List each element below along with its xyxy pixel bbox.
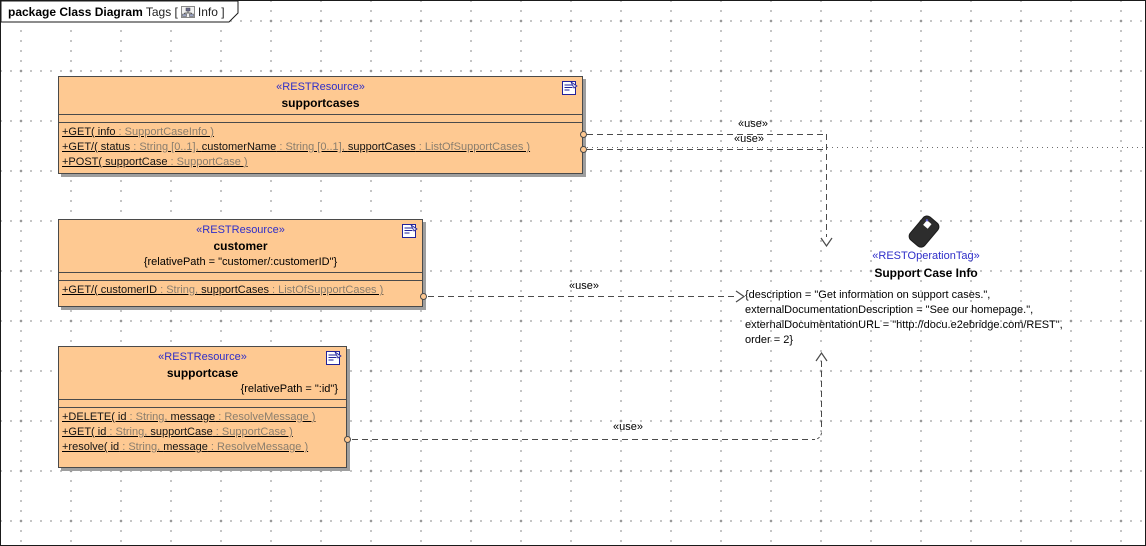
operation[interactable]: +POST( supportCase : SupportCase ) xyxy=(62,156,248,168)
use-keyword-2[interactable]: «use» xyxy=(734,133,764,145)
relative-path-value: {relativePath = ":id"} xyxy=(240,383,338,395)
class-customer[interactable]: «RESTResource» customer {relativePath = … xyxy=(58,219,423,307)
class-supportcase[interactable]: «RESTResource» supportcase {relativePath… xyxy=(58,346,347,468)
use-keyword-1[interactable]: «use» xyxy=(738,118,768,130)
frame-header-shape xyxy=(1,1,239,23)
use-dependency-corner xyxy=(813,431,822,440)
class-title: «RESTResource» customer {relativePath = … xyxy=(59,220,422,268)
operation-port[interactable] xyxy=(420,293,427,300)
use-keyword-4[interactable]: «use» xyxy=(613,421,643,433)
tag-property-line: {description = "Get information on suppo… xyxy=(745,289,991,301)
diagram-icon xyxy=(180,6,195,18)
use-dependency-3-line[interactable] xyxy=(428,296,738,297)
dotted-guide-line xyxy=(587,147,1145,148)
stereotype-label: «RESTResource» xyxy=(158,351,247,363)
use-dependency-4-line[interactable] xyxy=(352,439,813,440)
class-title: «RESTResource» supportcase {relativePath… xyxy=(59,347,346,395)
documentation-icon[interactable] xyxy=(402,224,418,238)
frame-title: package Class Diagram xyxy=(8,5,143,19)
tag-icon[interactable] xyxy=(902,213,946,253)
documentation-icon[interactable] xyxy=(326,351,342,365)
operation[interactable]: +GET/( customerID : String, supportCases… xyxy=(62,284,384,296)
tag-property-line: externalDocumentationDescription = "See … xyxy=(745,304,1034,316)
arrowhead-down xyxy=(820,237,833,247)
class-name: customer xyxy=(213,239,268,253)
tag-stereotype: «RESTOperationTag» xyxy=(872,250,980,262)
stereotype-label: «RESTResource» xyxy=(276,81,365,93)
tag-property-line: externalDocumentationURL = "http://docu.… xyxy=(745,319,1063,331)
operation[interactable]: +DELETE( id : String, message : ResolveM… xyxy=(62,411,316,423)
operation-port[interactable] xyxy=(580,131,587,138)
tag-properties: {description = "Get information on suppo… xyxy=(745,288,1145,348)
operation-port[interactable] xyxy=(344,436,351,443)
operation[interactable]: +GET( id : String, supportCase : Support… xyxy=(62,426,293,438)
relative-path-value: {relativePath = "customer/:customerID"} xyxy=(143,256,338,268)
operation-port[interactable] xyxy=(580,146,587,153)
frame-header: package Class Diagram Tags [ Info ] xyxy=(8,5,225,19)
arrowhead-right xyxy=(735,290,746,303)
use-dependency-down-segment[interactable] xyxy=(826,134,827,237)
tag-name[interactable]: Support Case Info xyxy=(874,266,978,280)
operation[interactable]: +GET/( status : String [0..1], customerN… xyxy=(62,141,531,153)
operation[interactable]: +resolve( id : String, message : Resolve… xyxy=(62,441,309,453)
class-supportcases[interactable]: «RESTResource» supportcases +GET( info :… xyxy=(58,76,583,174)
class-title: «RESTResource» supportcases xyxy=(59,77,582,110)
use-keyword-3[interactable]: «use» xyxy=(569,280,599,292)
operation[interactable]: +GET( info : SupportCaseInfo ) xyxy=(62,126,214,138)
frame-context: Tags [ xyxy=(145,5,178,19)
use-dependency-up-segment[interactable] xyxy=(821,361,822,431)
tag-property-line: order = 2} xyxy=(745,334,794,346)
class-name: supportcase xyxy=(166,366,239,380)
operations-compartment[interactable]: +GET( info : SupportCaseInfo ) +GET/( sta… xyxy=(59,123,582,170)
attributes-compartment[interactable] xyxy=(59,114,582,123)
attributes-compartment[interactable] xyxy=(59,272,422,281)
use-dependency-2-line[interactable] xyxy=(587,149,823,150)
frame-diagram-name: Info ] xyxy=(197,5,225,19)
documentation-icon[interactable] xyxy=(562,81,578,95)
use-dependency-1-line[interactable] xyxy=(587,134,826,135)
class-name: supportcases xyxy=(281,96,360,110)
operations-compartment[interactable]: +DELETE( id : String, message : ResolveM… xyxy=(59,408,346,455)
arrowhead-up xyxy=(815,352,828,362)
attributes-compartment[interactable] xyxy=(59,399,346,408)
operations-compartment[interactable]: +GET/( customerID : String, supportCases… xyxy=(59,281,422,298)
stereotype-label: «RESTResource» xyxy=(196,224,285,236)
